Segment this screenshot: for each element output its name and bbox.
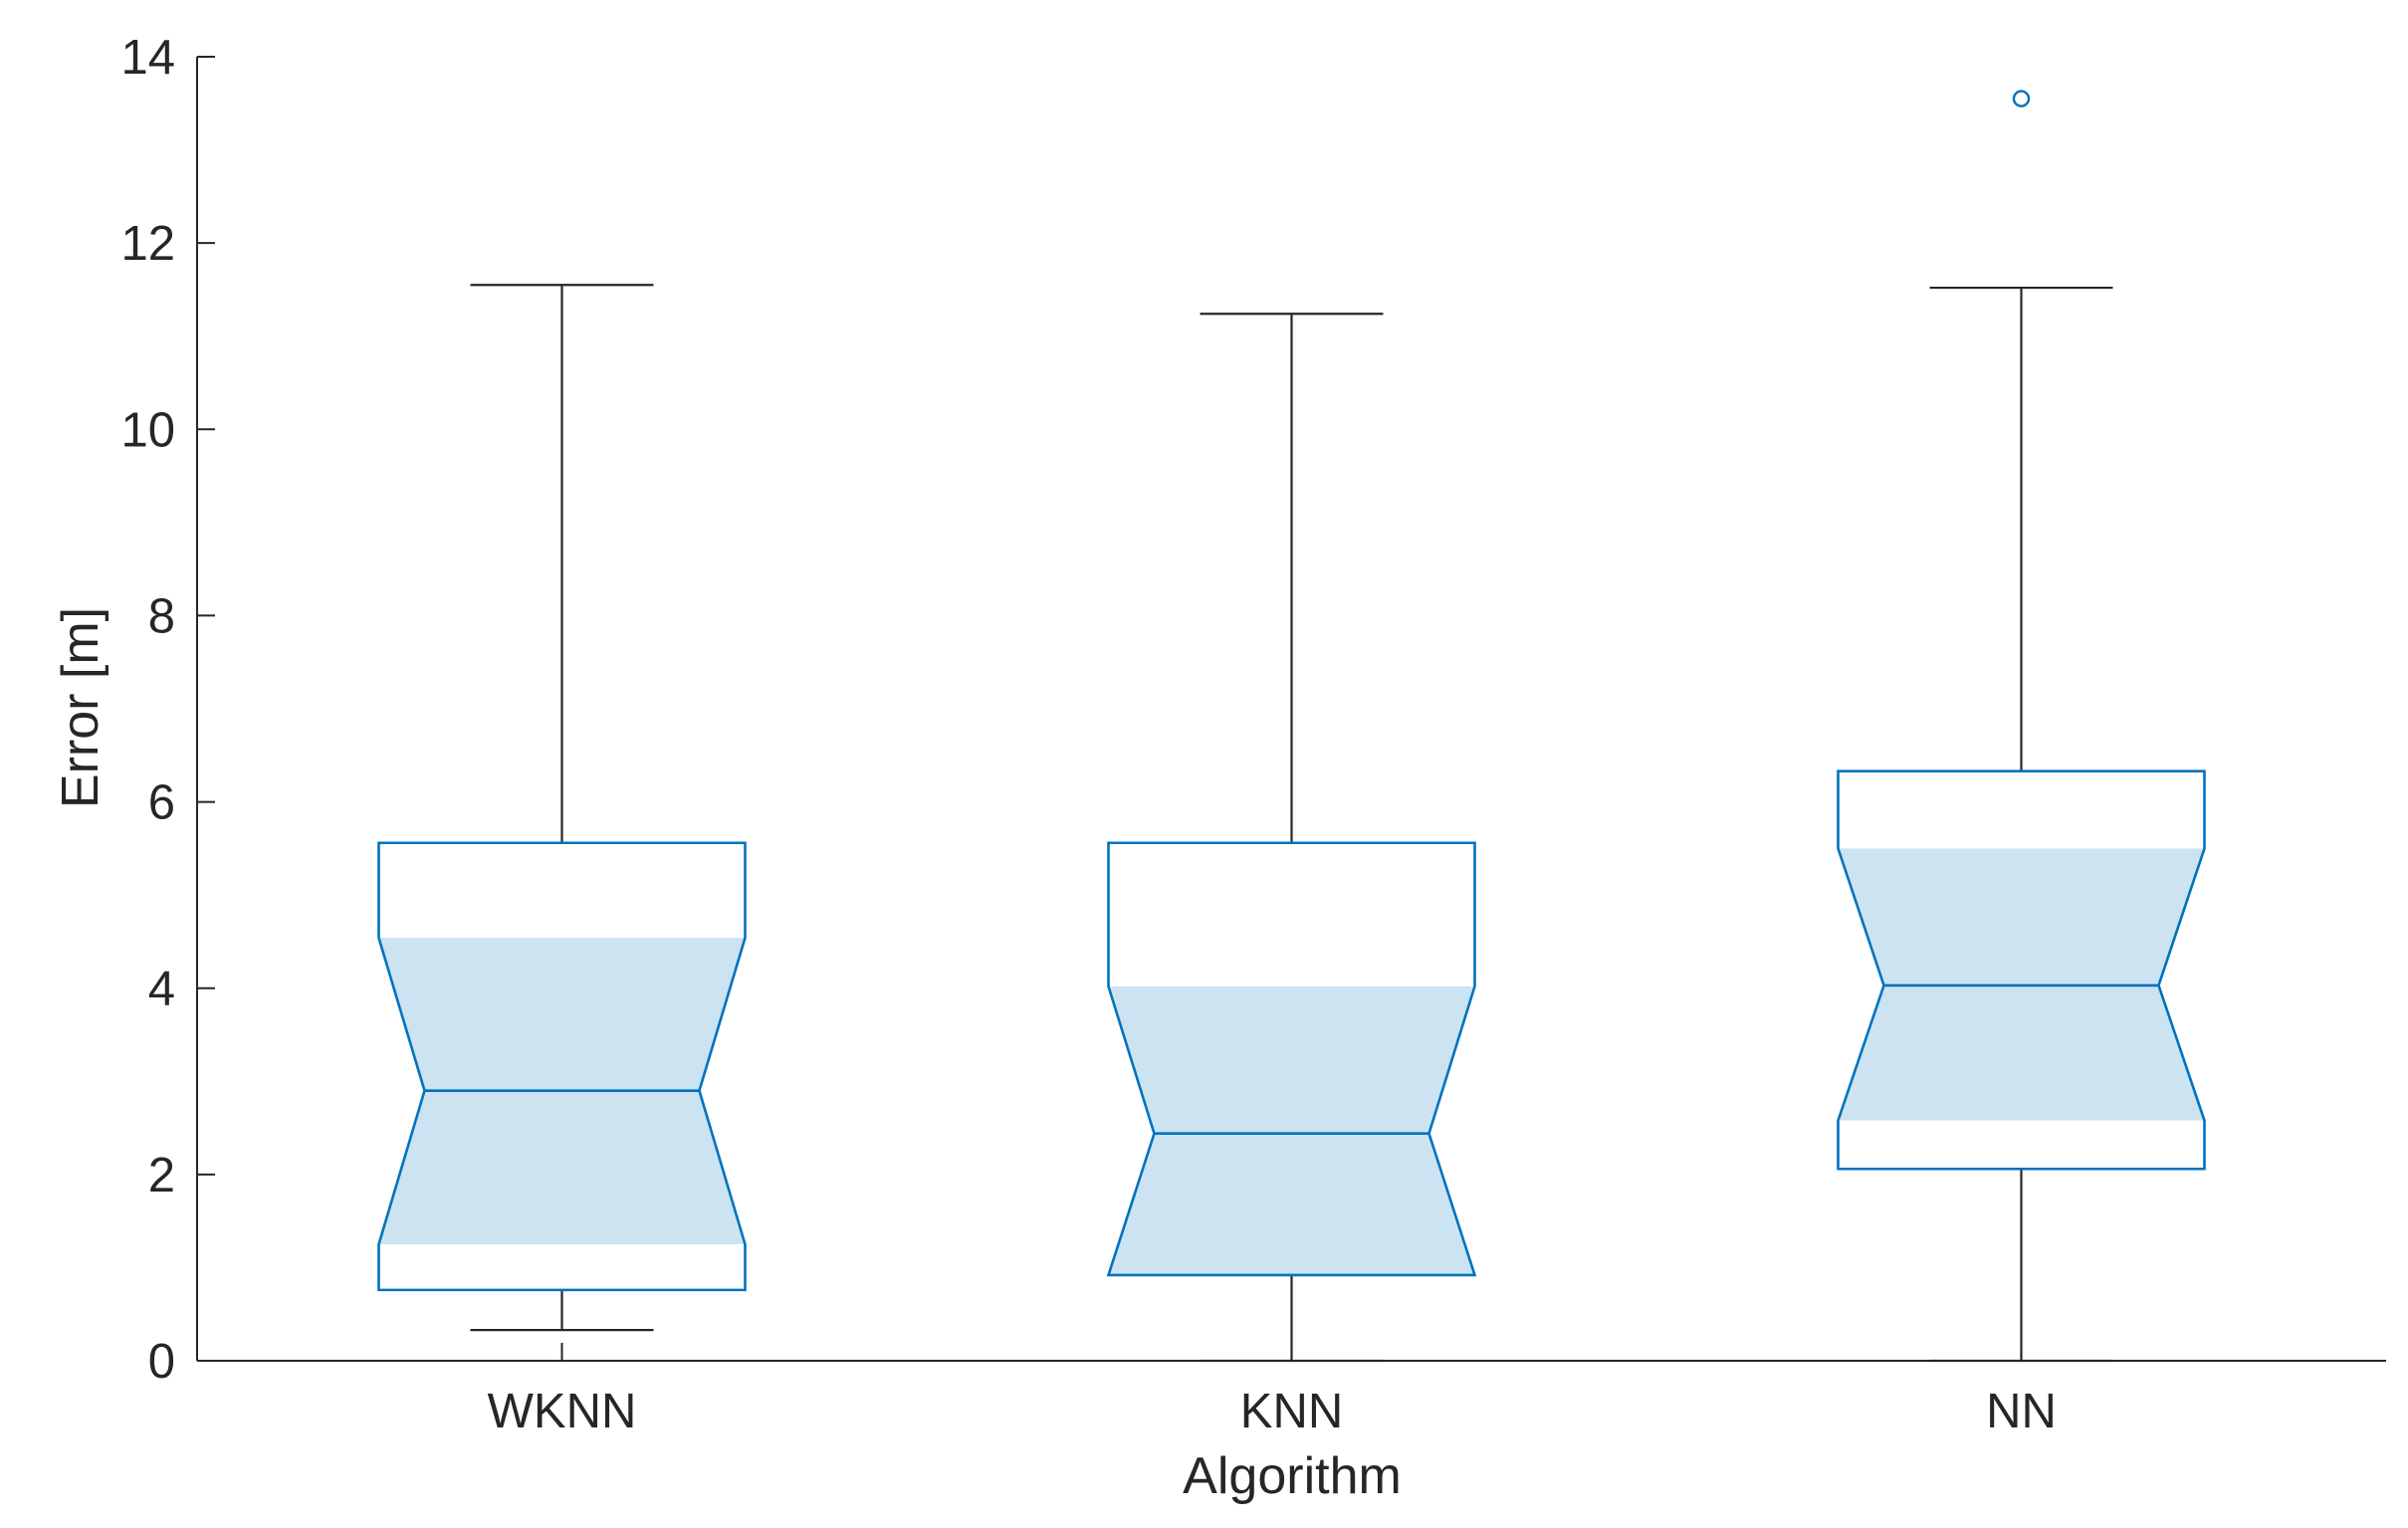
box-wknn [377,841,747,1292]
axes: WKNN KNN NN 0 2 4 6 8 10 12 14 [120,31,2386,1438]
y-tick-label-8: 8 [148,589,175,643]
plot-area [377,90,2206,1363]
x-tick-label-nn: NN [1986,1385,2057,1438]
y-tick-label-0: 0 [148,1335,175,1389]
y-axis-label: Error [m] [52,607,109,808]
y-tick-label-12: 12 [120,217,175,271]
notch-fill-knn [1108,985,1475,1275]
y-tick-label-10: 10 [120,403,175,457]
x-tick-label-knn: KNN [1240,1385,1343,1438]
y-tick-label-4: 4 [148,963,175,1016]
y-tick-label-2: 2 [148,1149,175,1202]
box-knn [1106,841,1477,1277]
y-tick-label-14: 14 [120,31,175,85]
x-axis-label: Algorithm [1183,1447,1402,1505]
box-nn [1837,769,2206,1171]
y-tick-label-6: 6 [148,776,175,830]
outlier-point-nn [2012,90,2031,108]
x-tick-label-wknn: WKNN [488,1385,637,1438]
